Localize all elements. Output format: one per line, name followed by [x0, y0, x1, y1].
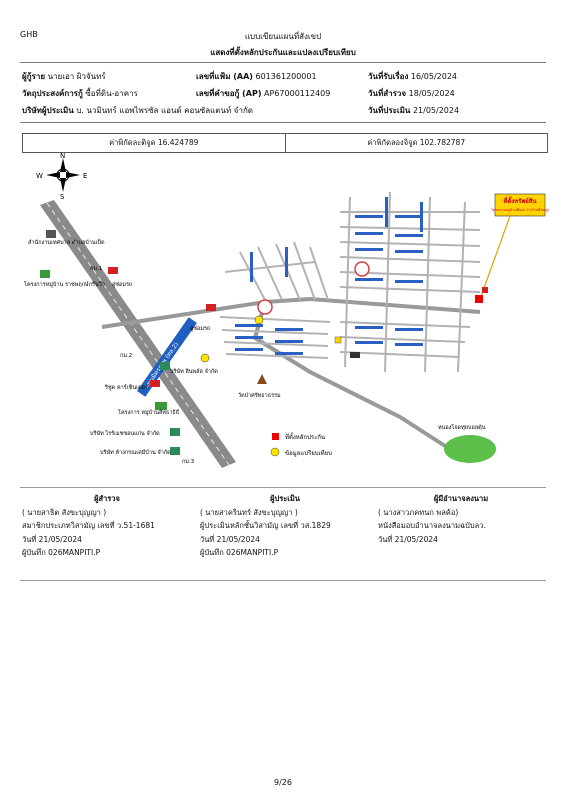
- company-icon: [160, 362, 170, 370]
- surveyor-block: ผู้สำรวจ ( นายสาธิต สังขะบุญญา ) สมาชิกป…: [22, 492, 192, 560]
- surveyor-role: ผู้สำรวจ: [94, 494, 120, 503]
- survey-value: 18/05/2024: [408, 89, 455, 98]
- project2-icon: [155, 402, 167, 410]
- latitude-cell: ค่าพิกัดละติจูด 16.424789: [109, 138, 199, 147]
- appraise-label: วันที่ประเมิน: [368, 106, 411, 115]
- landmark-icons: [40, 230, 496, 463]
- legend-collateral: ที่ตั้งหลักประกัน: [285, 431, 325, 441]
- roundabout-west: [257, 299, 273, 315]
- company3-icon: [170, 447, 180, 455]
- authorizer-role: ผู้มีอำนาจลงนาม: [433, 494, 489, 503]
- survey-label: วันที่สำรวจ: [368, 89, 407, 98]
- compass-w: W: [36, 172, 43, 180]
- received-row: วันที่รับเรื่อง 16/05/2024: [368, 70, 457, 83]
- surveyor-name: ( นายสาธิต สังขะบุญญา ): [22, 507, 107, 517]
- appraiser-block: ผู้ประเมิน ( นายสาครินทร์ สังขะบุญญา ) ผ…: [200, 492, 370, 560]
- signature-bottom-rule: [20, 580, 546, 581]
- company-label: บริษัทผู้ประเมิน: [22, 106, 74, 115]
- car-icon: [108, 267, 118, 274]
- purpose-label: วัตถุประสงค์การกู้: [22, 89, 83, 98]
- purpose-row: วัตถุประสงค์การกู้ ซื้อที่ดิน-อาคาร: [22, 87, 138, 100]
- coordinates-box: ค่าพิกัดละติจูด 16.424789 ค่าพิกัดลองจิจ…: [22, 133, 548, 153]
- bank-code: GHB: [20, 30, 38, 39]
- km3-label: กม.3: [182, 459, 195, 465]
- borrower-label: ผู้กู้ราย: [22, 72, 46, 81]
- appraiser-name: ( นายสาครินทร์ สังขะบุญญา ): [200, 507, 298, 517]
- file-label: เลขที่แฟ้ม (AA): [196, 72, 253, 81]
- appraise-row: วันที่ประเมิน 21/05/2024: [368, 104, 459, 117]
- company-row: บริษัทผู้ประเมิน บ. นวมินทร์ แอพไพรซัล แ…: [22, 104, 253, 117]
- header-top-rule: [20, 62, 546, 63]
- asset-callout: ที่ตั้งทรัพย์สิน โครงการหมู่บ้านสินธร 2 …: [475, 193, 550, 303]
- file-value: 601361200001: [255, 72, 317, 81]
- street-labels: [235, 197, 423, 355]
- borrower-row: ผู้กู้ราย นายเอา ผิวจันทร์: [22, 70, 106, 83]
- authorizer-date: วันที่ 21/05/2024: [378, 534, 438, 544]
- office-icon: [46, 230, 56, 238]
- request-label: เลขที่คำขอกู้ (AP): [196, 89, 262, 98]
- km1-label: กม.1: [90, 266, 102, 272]
- file-row: เลขที่แฟ้ม (AA) 601361200001: [196, 70, 317, 83]
- garage-icon: [206, 304, 216, 311]
- map-legend: ที่ตั้งหลักประกัน ข้อมูลแปรียบเทียบ: [270, 431, 332, 457]
- received-value: 16/05/2024: [410, 72, 458, 81]
- roundabout-east: [354, 261, 370, 277]
- compass-icon: N S W E: [36, 152, 87, 201]
- authorizer-name: ( นางสาวภคทนก พลค้อ): [378, 507, 459, 517]
- authorizer-note: หนังสือมอบอำนาจลงนามฉบับลว.: [378, 521, 486, 530]
- car2-icon: [150, 380, 160, 387]
- asset-note: โครงการหมู่บ้านสินธร 2 (บ้านสีชมพู): [491, 207, 550, 212]
- pond-icon: [444, 435, 496, 463]
- temple-icon: [257, 374, 267, 384]
- comparable-markers: [200, 315, 264, 363]
- collateral-marker: [475, 295, 483, 303]
- asset-label: ที่ตั้งทรัพย์สิน: [503, 195, 537, 205]
- signature-top-rule: [20, 487, 546, 488]
- co1-label: บริษัท สินพลัส จำกัด: [170, 368, 218, 375]
- page-title: แบบเขียนแผนที่สังเขป: [244, 32, 322, 41]
- borrower-value: นายเอา ผิวจันทร์: [47, 72, 106, 81]
- shop-label: อู่ซ่อมรถ: [190, 325, 210, 332]
- received-label: วันที่รับเรื่อง: [368, 72, 409, 81]
- rich-label: ริชูด คาร์เซ็นเตอร์: [104, 383, 148, 391]
- appraise-value: 21/05/2024: [412, 106, 460, 115]
- temple-label: วัดป่าศรัทธาธรรม: [238, 392, 281, 399]
- km2-label: กม.2: [120, 353, 132, 359]
- surveyor-recorder: ผู้บันทึก 026MANPITI.P: [22, 548, 101, 557]
- compass-e: E: [83, 172, 87, 180]
- survey-row: วันที่สำรวจ 18/05/2024: [368, 87, 455, 100]
- appraiser-license: ผู้ประเมินหลักชั้นวิสามัญ เลขที่ วส.1829: [200, 521, 331, 530]
- surveyor-license: สมาชิกประเภทวิสามัญ เลขที่ ว.51-1681: [22, 521, 155, 530]
- project1-label: โครงการหมู่บ้าน ราชพฤกษ์กรีนวิว: [24, 280, 105, 288]
- company-value: บ. นวมินทร์ แอพไพรซัล แอนด์ คอนซัลแตนท์ …: [76, 106, 253, 115]
- purpose-value: ซื้อที่ดิน-อาคาร: [85, 89, 138, 98]
- page-number: 9/26: [274, 778, 292, 787]
- location-map: N S W E ถนนมิตรภาพ (ทล.2): [24, 152, 550, 468]
- appraiser-recorder: ผู้บันทึก 026MANPITI.P: [200, 548, 279, 557]
- office-label: สำนักงานเทศบาล ตำบลบ้านเป็ด: [28, 238, 105, 246]
- authorizer-block: ผู้มีอำนาจลงนาม ( นางสาวภคทนก พลค้อ) หนั…: [378, 492, 544, 546]
- legend-comparable: ข้อมูลแปรียบเทียบ: [285, 449, 332, 457]
- surveyor-date: วันที่ 21/05/2024: [22, 534, 82, 544]
- co3-label: บริษัท ห้างกรณเคมีบ้าน จำกัด: [100, 449, 171, 456]
- pond-label: หนองโจดทุ่ยบอลตุ้น: [438, 423, 486, 431]
- compass-s: S: [60, 193, 65, 201]
- page-subtitle: แสดงที่ตั้งหลักประกันและแปลงเปรียบเทียบ: [210, 48, 356, 57]
- request-row: เลขที่คำขอกู้ (AP) AP67000112409: [196, 87, 330, 100]
- compass-n: N: [60, 152, 65, 160]
- header-bottom-rule: [20, 122, 546, 123]
- co2-label: บริษัท ไรร์เมชชอนแก่น จำกัด: [90, 430, 160, 437]
- street-grid-east: [339, 191, 481, 373]
- garage-label: อู่ซ่อมรถ: [112, 281, 132, 288]
- appraiser-role: ผู้ประเมิน: [270, 494, 300, 503]
- project-icon: [40, 270, 50, 278]
- request-value: AP67000112409: [264, 89, 331, 98]
- appraiser-date: วันที่ 21/05/2024: [200, 534, 260, 544]
- longitude-cell: ค่าพิกัดลองจิจูด 102.782787: [284, 134, 548, 152]
- project2-label: โครงการ หมู่บ้านสิทธาธิธี: [118, 408, 179, 416]
- company2-icon: [170, 428, 180, 436]
